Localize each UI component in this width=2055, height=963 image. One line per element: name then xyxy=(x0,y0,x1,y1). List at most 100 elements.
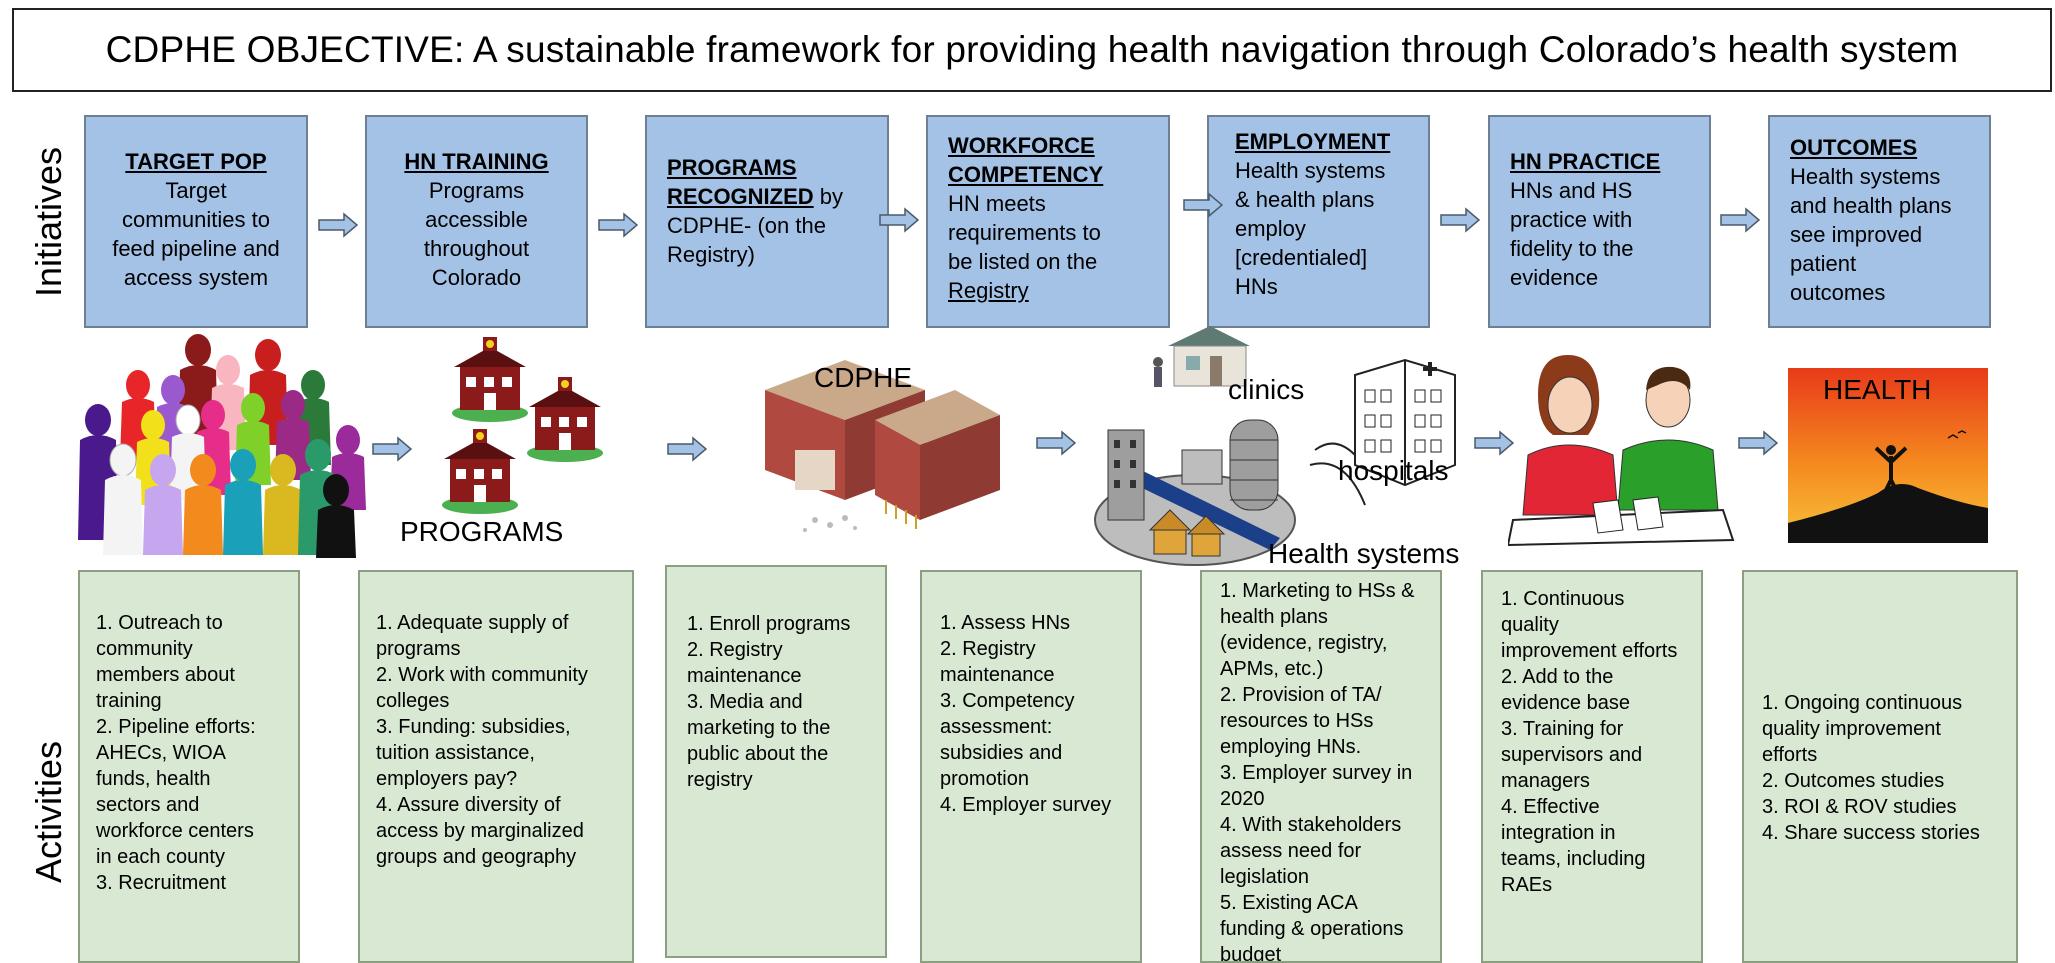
activity-line: registry xyxy=(687,769,753,791)
activity-line: 2. Work with community xyxy=(376,664,588,686)
activity-line: 3. Funding: subsidies, xyxy=(376,716,571,738)
initiative-heading: EMPLOYMENT xyxy=(1235,129,1391,154)
programs-label: PROGRAMS xyxy=(400,516,564,547)
city-health-systems-image xyxy=(1094,419,1296,566)
initiative-line: Health systems xyxy=(1790,164,1941,189)
activity-line: 2. Add to the xyxy=(1501,666,1614,688)
activity-line: maintenance xyxy=(687,665,802,687)
initiative-line: HN meets xyxy=(948,191,1046,216)
initiative-line: access system xyxy=(123,265,269,290)
activity-line: 3. Media and xyxy=(687,691,803,713)
initiative-line: practice with xyxy=(1510,207,1633,232)
activity-box-workforce-competency: 1. Assess HNs 2. Registry maintenance 3.… xyxy=(920,570,1142,963)
activity-line: 1. Enroll programs xyxy=(687,613,851,635)
activity-line: 2. Registry xyxy=(940,638,1036,660)
initiative-programs-recognized: PROGRAMS RECOGNIZED by CDPHE- (on the Re… xyxy=(645,115,889,328)
activity-line: 1. Ongoing continuous xyxy=(1762,692,1963,714)
arrow-right-icon xyxy=(1440,207,1480,233)
activity-line: maintenance xyxy=(940,664,1055,686)
activity-line: improvement efforts xyxy=(1501,640,1678,662)
activity-line: funds, health xyxy=(96,768,211,790)
initiative-line: employ xyxy=(1235,216,1306,241)
initiative-line: and health plans xyxy=(1790,193,1952,218)
activity-line: subsidies and xyxy=(940,742,1063,764)
activity-line: teams, including xyxy=(1501,848,1646,870)
initiative-line: see improved xyxy=(1790,222,1923,247)
initiative-line: HNs xyxy=(1235,274,1278,299)
activity-line: public about the xyxy=(687,743,829,765)
activity-line: managers xyxy=(1501,770,1590,792)
initiative-line: accessible xyxy=(425,207,528,232)
activity-box-hn-practice: 1. Continuous quality improvement effort… xyxy=(1481,570,1703,963)
initiative-heading: COMPETENCY xyxy=(948,162,1104,187)
initiative-line: Health systems xyxy=(1235,158,1386,183)
activity-line: 2. Provision of TA/ xyxy=(1220,684,1382,706)
initiative-line: evidence xyxy=(1510,265,1599,290)
activity-line: health plans xyxy=(1220,606,1328,628)
objective-title-text: CDPHE OBJECTIVE: A sustainable framework… xyxy=(105,29,1959,70)
initiative-line: feed pipeline and xyxy=(112,236,280,261)
activity-line: 1. Outreach to xyxy=(96,612,223,634)
arrow-right-icon xyxy=(1738,430,1778,456)
hn-practice-people-image xyxy=(1508,355,1735,547)
initiative-hn-training: HN TRAINING Programs accessible througho… xyxy=(365,115,588,328)
health-sunset-image xyxy=(1788,368,1988,543)
activity-line: 1. Marketing to HSs & xyxy=(1220,580,1415,602)
clinics-label: clinics xyxy=(1228,374,1305,405)
activity-box-target-pop: 1. Outreach to community members about t… xyxy=(78,570,300,963)
activity-line: 4. Assure diversity of xyxy=(376,794,561,816)
activity-box-programs-recognized: 1. Enroll programs 2. Registry maintenan… xyxy=(665,565,887,958)
activity-line: assess need for xyxy=(1220,840,1362,862)
activity-line: 1. Continuous xyxy=(1501,588,1625,610)
initiative-line: Target xyxy=(165,178,227,203)
objective-title: CDPHE OBJECTIVE: A sustainable framework… xyxy=(12,8,2052,92)
initiative-line: [credentialed] xyxy=(1235,245,1368,270)
initiative-heading: HN PRACTICE xyxy=(1510,149,1661,174)
initiative-line: patient xyxy=(1790,251,1857,276)
initiative-line: HNs and HS xyxy=(1510,178,1633,203)
arrow-right-icon xyxy=(598,212,638,238)
activity-line: 4. With stakeholders xyxy=(1220,814,1402,836)
activities-side-label: Activities xyxy=(28,740,69,884)
health-label: HEALTH xyxy=(1823,374,1932,405)
cdphe-label: CDPHE xyxy=(814,362,913,393)
clinic-house-image xyxy=(1153,326,1250,387)
initiative-heading: RECOGNIZED xyxy=(667,184,814,209)
activity-line: 4. Effective xyxy=(1501,796,1600,818)
initiative-line: Registry) xyxy=(667,242,756,267)
activity-line: tuition assistance, xyxy=(376,742,535,764)
activity-line: resources to HSs xyxy=(1220,710,1374,732)
activity-line: workforce centers xyxy=(96,820,254,842)
activity-line: supervisors and xyxy=(1501,744,1643,766)
arrow-right-icon xyxy=(372,436,412,462)
activity-line: (evidence, registry, xyxy=(1220,632,1388,654)
initiatives-side-label: Initiatives xyxy=(28,146,69,298)
initiative-line: CDPHE- (on the xyxy=(667,213,826,238)
crowd-silhouettes-image xyxy=(78,334,366,558)
activity-line: RAEs xyxy=(1501,874,1553,896)
activity-box-outcomes: 1. Ongoing continuous quality improvemen… xyxy=(1742,570,2018,963)
arrow-right-icon xyxy=(318,212,358,238)
initiative-line: communities to xyxy=(122,207,270,232)
activity-line: 4. Share success stories xyxy=(1762,822,1980,844)
activity-line: quality improvement xyxy=(1762,718,1941,740)
activity-line: 3. ROI & ROV studies xyxy=(1762,796,1957,818)
activity-line: 1. Assess HNs xyxy=(940,612,1071,634)
initiative-line: Programs xyxy=(428,178,525,203)
activity-line: employers pay? xyxy=(376,768,518,790)
activity-line: access by marginalized xyxy=(376,820,584,842)
activity-line: community xyxy=(96,638,193,660)
initiative-line: requirements to xyxy=(948,220,1101,245)
activity-line: budget xyxy=(1220,944,1282,963)
activity-line: members about xyxy=(96,664,235,686)
initiative-workforce-competency: WORKFORCE COMPETENCY HN meets requiremen… xyxy=(926,115,1170,328)
initiative-outcomes: OUTCOMES Health systems and health plans… xyxy=(1768,115,1991,328)
initiative-line: be listed on the xyxy=(948,249,1098,274)
initiative-hn-practice: HN PRACTICE HNs and HS practice with fid… xyxy=(1488,115,1711,328)
initiative-line: throughout xyxy=(423,236,530,261)
arrow-right-icon xyxy=(1474,430,1514,456)
cdphe-building-image xyxy=(765,360,1000,532)
activity-line: 5. Existing ACA xyxy=(1220,892,1358,914)
activity-line: legislation xyxy=(1220,866,1309,888)
activity-line: efforts xyxy=(1762,744,1818,766)
